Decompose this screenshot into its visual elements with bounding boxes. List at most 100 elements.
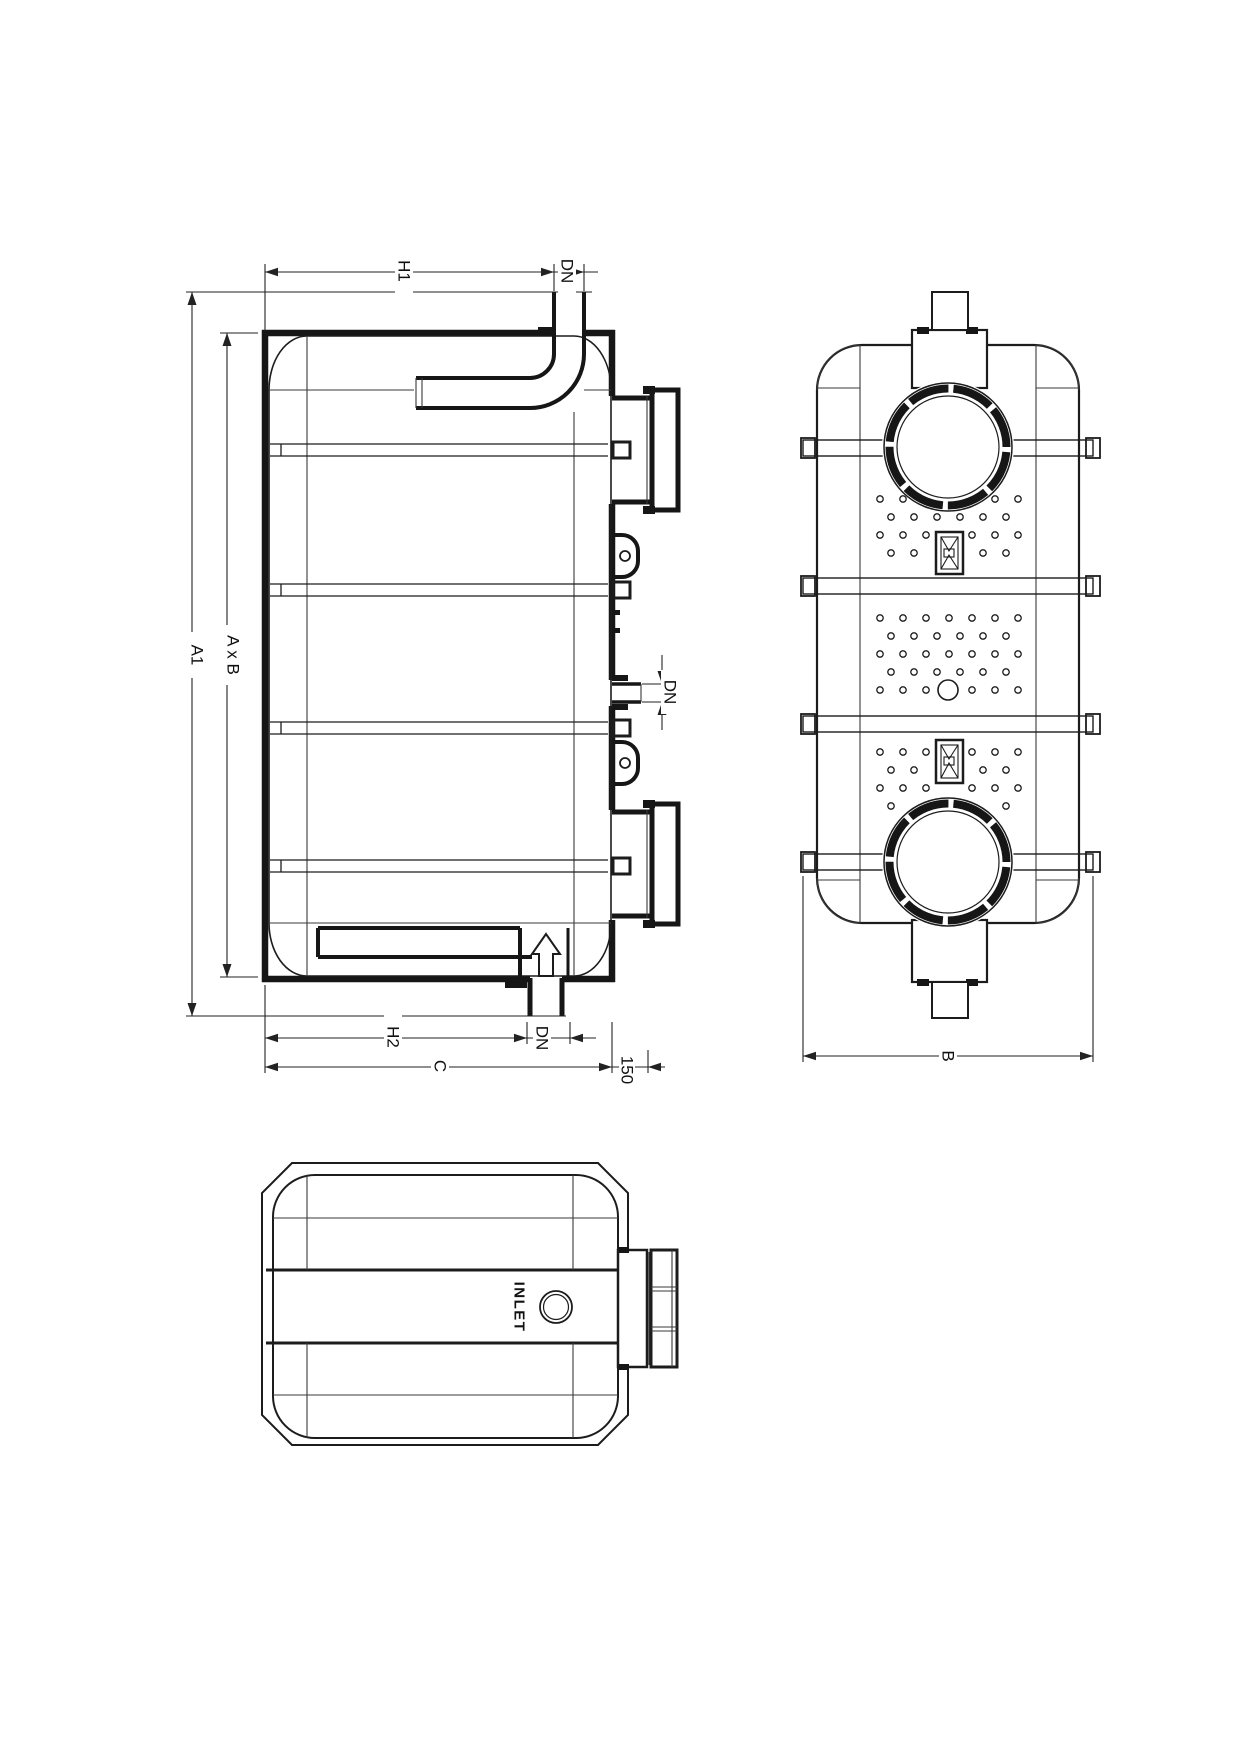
vent-hole-dot bbox=[956, 513, 964, 521]
vent-hole-dot bbox=[876, 531, 884, 539]
vent-hole-dot bbox=[968, 614, 976, 622]
vent-hole-dot bbox=[1002, 513, 1010, 521]
vent-hole-dot bbox=[876, 784, 884, 792]
vent-hole-dot bbox=[991, 650, 999, 658]
dim-axb-label: A x B bbox=[224, 635, 243, 675]
vent-hole-dot bbox=[979, 766, 987, 774]
plan-view-dimensions: B bbox=[802, 876, 1094, 1070]
vent-hole-dot bbox=[945, 614, 953, 622]
outlet-stub-plan bbox=[910, 918, 989, 1019]
inlet-label: INLET bbox=[511, 1282, 528, 1333]
vent-hole-dot bbox=[979, 632, 987, 640]
vent-hole-dot bbox=[887, 668, 895, 676]
manhole-cover-2 bbox=[882, 796, 1014, 928]
handle-2 bbox=[934, 738, 965, 785]
vent-hole-dot bbox=[1002, 549, 1010, 557]
vent-hole-dot bbox=[876, 614, 884, 622]
vent-hole-dot bbox=[945, 650, 953, 658]
vent-hole-dot bbox=[956, 632, 964, 640]
vent-hole-dot bbox=[910, 549, 918, 557]
vent-hole-dot bbox=[876, 495, 884, 503]
rib-lines bbox=[270, 440, 632, 876]
vent-hole-dot bbox=[979, 513, 987, 521]
vent-hole-dot bbox=[899, 748, 907, 756]
dim-150-label: 150 bbox=[618, 1056, 637, 1084]
vent-hole-dot bbox=[991, 748, 999, 756]
vent-hole-dot bbox=[1002, 802, 1010, 810]
vent-hole-dot bbox=[922, 614, 930, 622]
vent-hole-dot bbox=[933, 632, 941, 640]
vent-stub bbox=[612, 610, 642, 710]
vent-hole bbox=[937, 679, 959, 701]
vent-hole-dot bbox=[887, 766, 895, 774]
vent-hole-dot bbox=[922, 784, 930, 792]
manhole-cover-1 bbox=[882, 381, 1014, 513]
vent-hole-dot bbox=[887, 802, 895, 810]
vent-hole-dot bbox=[991, 784, 999, 792]
vent-hole-dot bbox=[876, 748, 884, 756]
dim-a1-label: A1 bbox=[188, 645, 207, 666]
vent-hole-dot bbox=[887, 513, 895, 521]
vent-hole-dot bbox=[1002, 632, 1010, 640]
vent-hole-dot bbox=[887, 549, 895, 557]
vent-hole-dot bbox=[910, 632, 918, 640]
inlet-port-circle bbox=[539, 1290, 573, 1324]
end-view: INLET bbox=[261, 1162, 679, 1446]
vent-hole-dot bbox=[933, 513, 941, 521]
vent-hole-dot bbox=[910, 668, 918, 676]
vent-hole-dot bbox=[910, 766, 918, 774]
end-view-flange bbox=[616, 1247, 679, 1370]
vent-hole-pattern bbox=[876, 495, 1022, 810]
vent-hole-dot bbox=[1014, 686, 1022, 694]
vent-hole-dot bbox=[910, 513, 918, 521]
dim-c-label: C bbox=[431, 1060, 450, 1072]
vent-hole-dot bbox=[991, 614, 999, 622]
dim-h2-label: H2 bbox=[384, 1026, 403, 1048]
lifting-lug-1 bbox=[612, 533, 640, 579]
dim-h1-label: H1 bbox=[395, 260, 414, 282]
vent-hole-dot bbox=[1014, 495, 1022, 503]
vent-hole-dot bbox=[922, 748, 930, 756]
vent-hole-dot bbox=[887, 632, 895, 640]
vent-hole-dot bbox=[899, 784, 907, 792]
vent-hole-dot bbox=[933, 668, 941, 676]
vent-hole-dot bbox=[922, 686, 930, 694]
vent-hole-dot bbox=[876, 650, 884, 658]
vent-hole-dot bbox=[968, 650, 976, 658]
plan-view: B bbox=[800, 291, 1101, 1070]
vent-hole-dot bbox=[876, 686, 884, 694]
vent-hole-dot bbox=[899, 686, 907, 694]
dim-dn-outlet-label: DN bbox=[533, 1026, 552, 1051]
vent-hole-dot bbox=[922, 531, 930, 539]
dim-b-label: B bbox=[939, 1050, 958, 1061]
vent-hole-dot bbox=[899, 495, 907, 503]
vent-hole-dot bbox=[1014, 614, 1022, 622]
inlet-stub-plan bbox=[910, 291, 989, 390]
vent-hole-dot bbox=[991, 686, 999, 694]
inlet-pipe bbox=[415, 291, 586, 410]
outlet-assembly bbox=[316, 926, 570, 1017]
vent-hole-dot bbox=[968, 748, 976, 756]
dim-dn-vent-label: DN bbox=[661, 680, 680, 705]
flow-arrow bbox=[530, 932, 562, 977]
vent-hole-dot bbox=[899, 650, 907, 658]
vent-hole-dot bbox=[1002, 668, 1010, 676]
vent-hole-dot bbox=[922, 650, 930, 658]
vent-hole-dot bbox=[1014, 531, 1022, 539]
handle-1 bbox=[934, 530, 965, 576]
vent-hole-dot bbox=[899, 614, 907, 622]
side-section-view: H1 DN A1 A x B H2 DN C 150 DN bbox=[186, 249, 681, 1094]
vent-hole-dot bbox=[899, 531, 907, 539]
vent-hole-dot bbox=[991, 495, 999, 503]
vent-hole-dot bbox=[968, 531, 976, 539]
manhole-neck-2 bbox=[612, 800, 681, 928]
vent-hole-dot bbox=[968, 686, 976, 694]
vent-hole-dot bbox=[956, 668, 964, 676]
dim-dn-inlet-label: DN bbox=[558, 259, 577, 284]
vent-hole-dot bbox=[991, 531, 999, 539]
side-view-dimensions: H1 DN A1 A x B H2 DN C 150 DN bbox=[186, 249, 680, 1094]
vent-hole-dot bbox=[968, 784, 976, 792]
vent-hole-dot bbox=[979, 668, 987, 676]
